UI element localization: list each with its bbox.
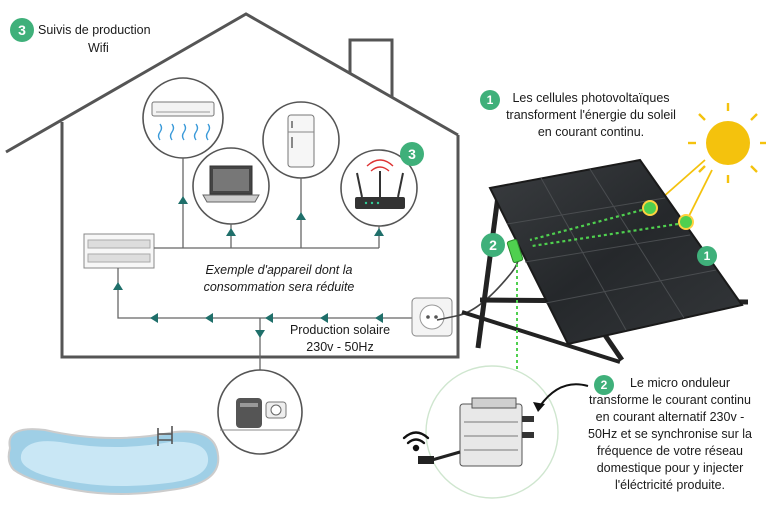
- step2-line5: fréquence de votre réseau: [597, 444, 743, 458]
- step2-text: Le micro onduleur transforme le courant …: [572, 375, 768, 494]
- production-line2: 230v - 50Hz: [306, 340, 374, 354]
- microinverter-icon: [418, 365, 559, 499]
- step2-line7: l'éléctricité produite.: [614, 478, 726, 492]
- production-line1: Production solaire: [289, 323, 391, 337]
- energy-flow: [511, 200, 694, 392]
- step3-line1: Suivis de production: [38, 23, 151, 37]
- pool-icon: [7, 426, 220, 495]
- sun-icon: [653, 103, 766, 219]
- step2-line3: en courant alternatif 230v -: [595, 410, 745, 424]
- flow-arrows: [113, 196, 384, 338]
- curved-arrow-icon: [539, 383, 589, 407]
- step2-line1: Le micro onduleur: [629, 376, 731, 390]
- step3-text-line2: Wifi: [88, 41, 109, 55]
- panel-step2-badge: 2: [481, 233, 505, 257]
- power-outlet-icon: [411, 247, 521, 337]
- step2-line6: domestique pour y injecter: [596, 461, 744, 475]
- step1-line1: Les cellules photovoltaïques: [512, 91, 670, 105]
- router-step3-badge: 3: [400, 142, 424, 166]
- air-conditioner-icon: [142, 77, 224, 159]
- appliances-caption-line1: Exemple d'appareil dont la: [205, 263, 353, 277]
- appliances-caption-line2: consommation sera réduite: [203, 280, 355, 294]
- step1-line2: transforment l'énergie du soleil: [506, 108, 676, 122]
- wifi-signal-icon: [402, 431, 430, 452]
- pool-pump-icon: [217, 369, 303, 455]
- panel-step1-badge: 1: [697, 246, 717, 266]
- laptop-icon: [192, 147, 270, 225]
- refrigerator-icon: [262, 101, 340, 179]
- wifi-router-icon: [340, 149, 418, 227]
- step1-text: Les cellules photovoltaïques transformen…: [496, 90, 686, 141]
- step2-badge: 2: [594, 375, 614, 395]
- step1-badge: 1: [480, 90, 500, 110]
- production-caption: Production solaire 230v - 50Hz: [270, 322, 410, 356]
- solar-panel-icon: [461, 158, 749, 364]
- step3-text: Suivis de production: [38, 22, 151, 39]
- step3-badge: 3: [10, 18, 34, 42]
- step2-line2: transforme le courant continu: [589, 393, 751, 407]
- appliances-caption: Exemple d'appareil dont la consommation …: [184, 262, 374, 296]
- step1-line3: en courant continu.: [537, 125, 645, 139]
- breaker-panel-icon: [83, 233, 155, 269]
- panel-inverter-icon: [506, 239, 524, 263]
- step2-line4: 50Hz et se synchronise sur la: [588, 427, 752, 441]
